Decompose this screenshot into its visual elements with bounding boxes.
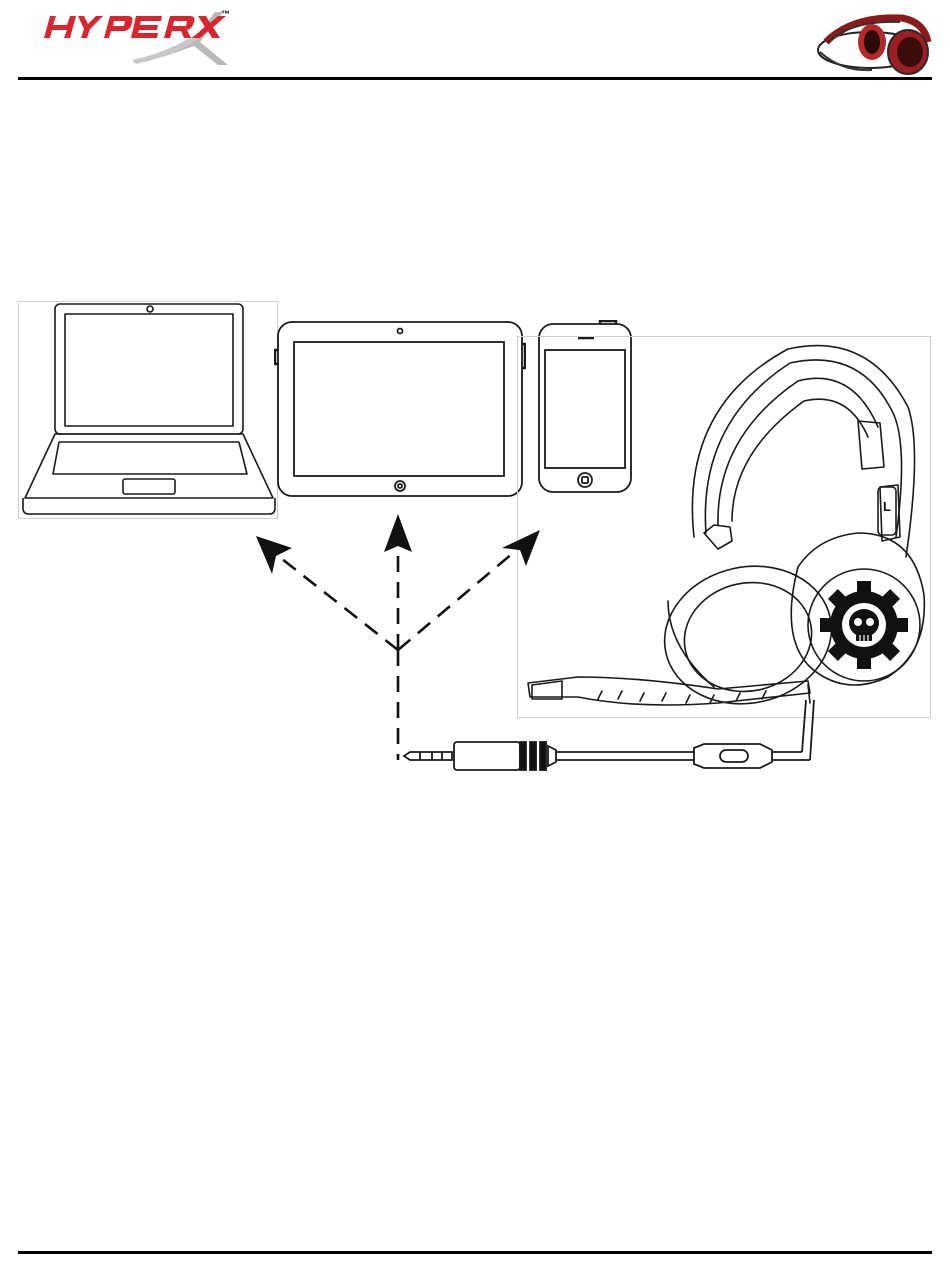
arrow-to-phone: [398, 542, 526, 650]
arrow-to-laptop: [268, 548, 398, 650]
3.5mm-jack-icon: [404, 700, 814, 770]
footer-rule: [18, 1251, 932, 1254]
